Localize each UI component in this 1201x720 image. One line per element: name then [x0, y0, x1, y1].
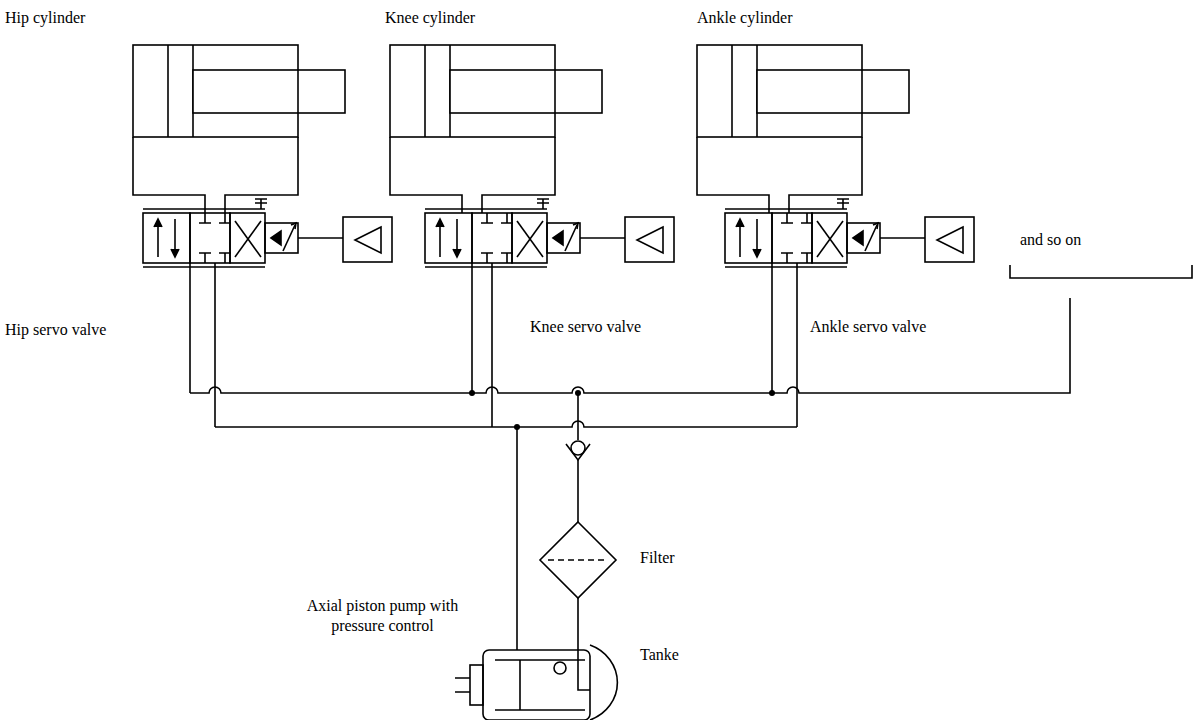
- part-label: Ankle cylinder: [697, 8, 793, 28]
- part-label: Knee cylinder: [385, 8, 475, 28]
- part-label: Hip cylinder: [5, 8, 85, 28]
- part-label: and so on: [1020, 230, 1081, 250]
- part-label: Tanke: [640, 645, 679, 665]
- part-label: Hip servo valve: [5, 320, 106, 340]
- part-label: Axial piston pump with pressure control: [290, 596, 475, 636]
- part-label: Filter: [640, 548, 675, 568]
- part-label: Ankle servo valve: [810, 317, 926, 337]
- part-label: Knee servo valve: [530, 317, 641, 337]
